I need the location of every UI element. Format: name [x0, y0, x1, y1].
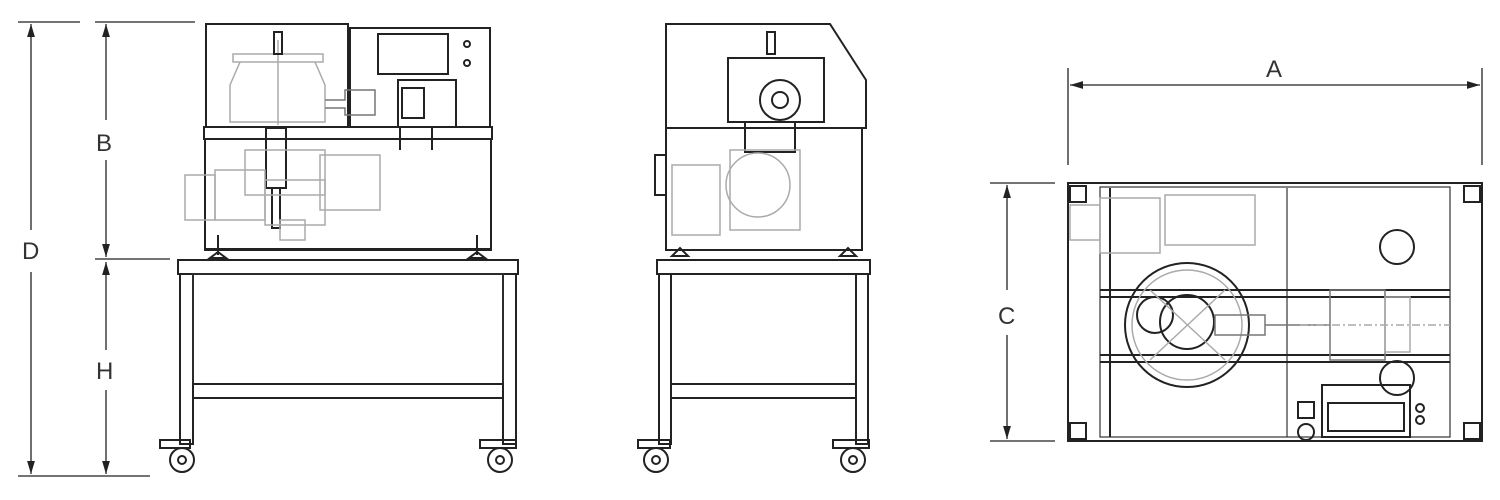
casters: [159, 439, 517, 473]
dimension-c: C: [990, 182, 1055, 442]
top-drive: [1214, 289, 1450, 361]
top-ghost-motor: [1069, 194, 1256, 254]
side-housing: [654, 23, 867, 251]
top-view: A C: [990, 56, 1483, 442]
dimension-a: A: [1067, 56, 1483, 165]
label-d: D: [22, 238, 39, 265]
mixer-bowl: [229, 31, 457, 229]
label-a: A: [1266, 56, 1282, 83]
front-housing: [203, 23, 493, 251]
front-view: D B H: [18, 21, 519, 477]
front-stand: [177, 259, 519, 445]
top-frame: [1067, 182, 1483, 442]
dimension-d: D: [18, 21, 150, 477]
label-b: B: [96, 130, 112, 157]
feet: [207, 235, 488, 259]
side-feet: [669, 246, 859, 257]
top-bowl: [1124, 262, 1250, 388]
side-ghost-motor: [671, 149, 801, 236]
ghost-motor: [184, 149, 381, 241]
dimension-h: H: [96, 262, 113, 474]
side-stand: [656, 259, 871, 445]
label-c: C: [998, 303, 1015, 330]
dimension-b: B: [95, 21, 195, 260]
label-h: H: [96, 358, 113, 385]
side-casters: [637, 439, 870, 473]
top-controls: [1297, 229, 1425, 441]
side-view: [637, 23, 871, 473]
